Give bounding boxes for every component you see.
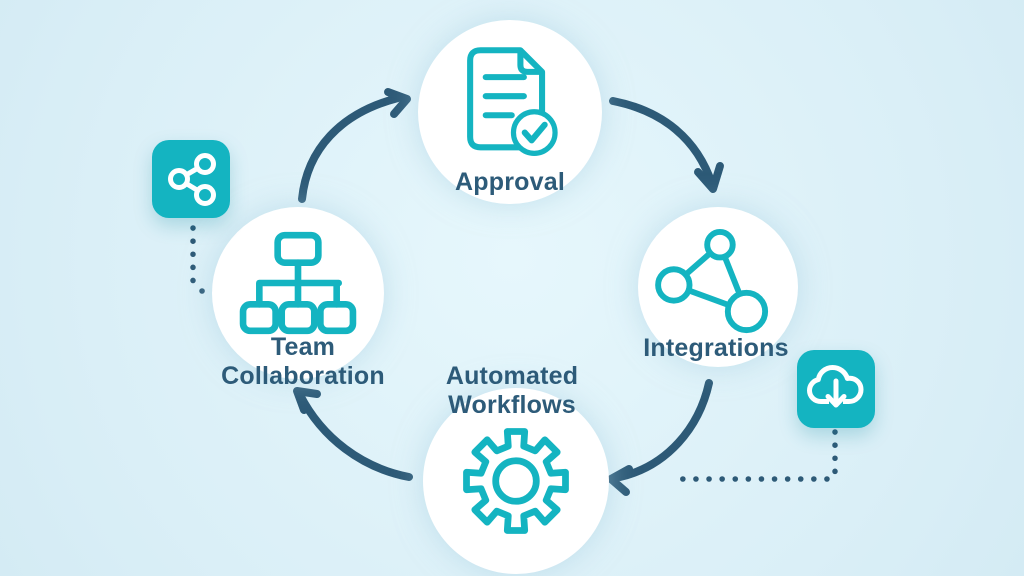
document-check-icon — [467, 47, 558, 156]
node-integrations-label: Integrations — [643, 334, 789, 362]
node-integrations — [638, 207, 798, 367]
node-approval — [418, 20, 602, 204]
arrow-workflows-to-team — [293, 387, 413, 481]
node-team-collaboration-label: Team Collaboration — [221, 333, 385, 390]
share-icon — [168, 153, 216, 206]
cloud-badge-dotted-connector — [673, 429, 838, 482]
node-automated-workflows-label: Automated Workflows — [445, 362, 579, 419]
cloud-download-icon — [807, 365, 864, 415]
gear-icon — [463, 428, 569, 534]
org-chart-icon — [239, 231, 357, 335]
node-approval-label: Approval — [455, 168, 565, 196]
share-badge — [152, 140, 230, 218]
node-team-collaboration — [212, 207, 384, 379]
arrow-team-to-approval — [298, 88, 411, 203]
network-nodes-icon — [655, 229, 769, 334]
arrow-approval-to-integrations — [609, 97, 724, 193]
arrow-integrations-to-workflows — [607, 379, 713, 496]
node-automated-workflows — [423, 388, 609, 574]
cloud-download-badge — [797, 350, 875, 428]
